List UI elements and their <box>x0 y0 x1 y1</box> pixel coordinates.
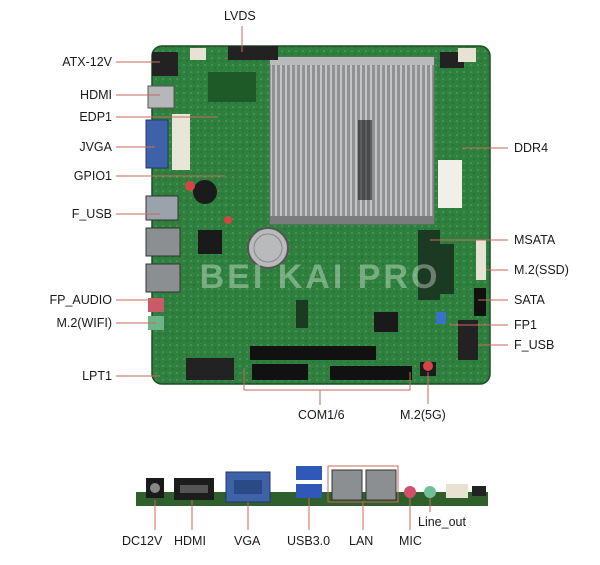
label-jvga: JVGA <box>79 140 112 154</box>
label-gpio1: GPIO1 <box>73 169 112 183</box>
hdmi-port <box>147 85 175 109</box>
label-io-hdmi: HDMI <box>174 534 206 548</box>
label-io-vga: VGA <box>234 534 261 548</box>
io-mic-jack <box>404 486 416 498</box>
label-com1-6: COM1/6 <box>298 408 345 422</box>
label-edp1: EDP1 <box>79 110 112 124</box>
atx-connector <box>152 52 178 76</box>
label-f-usb-right: F_USB <box>514 338 555 352</box>
label-f-usb-left: F_USB <box>71 207 112 221</box>
lpt-header <box>186 358 234 380</box>
label-sata: SATA <box>514 293 545 307</box>
label-mic: MIC <box>399 534 422 548</box>
com-headers <box>250 346 376 360</box>
heatsink <box>269 56 435 225</box>
io-strip <box>136 492 488 506</box>
watermark: BEI KAI PRO <box>200 258 441 296</box>
io-lan-2 <box>365 469 397 501</box>
io-usb-top <box>296 466 322 480</box>
lvds-header <box>228 46 278 60</box>
label-lan: LAN <box>349 534 374 548</box>
lan-port-2 <box>145 263 181 293</box>
label-fp-audio: FP_AUDIO <box>49 293 112 307</box>
audio-jack-1 <box>148 298 164 312</box>
label-lvds: LVDS <box>224 9 256 23</box>
label-atx-12v: ATX-12V <box>62 55 112 69</box>
label-msata: MSATA <box>514 233 556 247</box>
label-lpt1: LPT1 <box>82 369 112 383</box>
lan-port-1 <box>145 227 181 257</box>
callout-lines <box>116 26 508 405</box>
label-dc12v: DC12V <box>122 534 163 548</box>
io-lan-1 <box>331 469 363 501</box>
io-usb-bottom <box>296 484 322 498</box>
label-line-out: Line_out <box>418 515 466 529</box>
label-usb30: USB3.0 <box>287 534 331 548</box>
label-m2-wifi: M.2(WIFI) <box>56 316 112 330</box>
buzzer <box>193 180 217 204</box>
usb-port <box>145 195 179 221</box>
label-hdmi: HDMI <box>80 88 112 102</box>
io-lineout-jack <box>424 486 436 498</box>
label-m2-5g: M.2(5G) <box>400 408 446 422</box>
label-ddr4: DDR4 <box>514 141 549 155</box>
label-fp1: FP1 <box>514 318 537 332</box>
vga-port <box>145 119 169 169</box>
label-m2-ssd: M.2(SSD) <box>514 263 569 277</box>
